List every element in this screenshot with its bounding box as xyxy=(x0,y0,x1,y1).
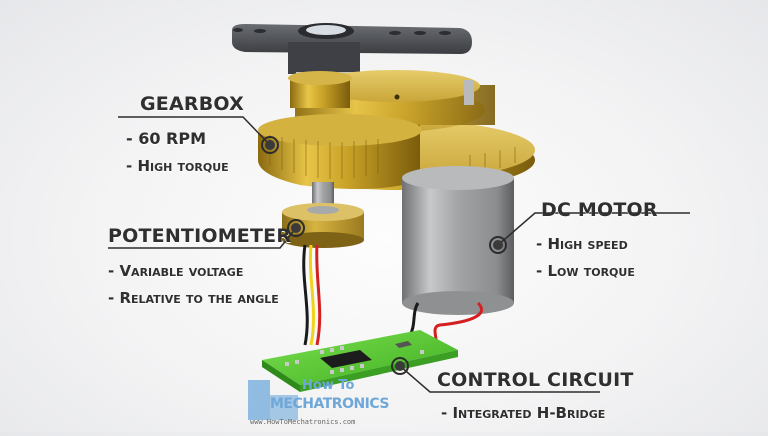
callout-gearbox-item-2: - High torque xyxy=(126,157,229,175)
watermark-line2: MECHATRONICS xyxy=(270,396,390,412)
gearbox xyxy=(258,70,535,190)
callout-control-circuit-title: CONTROL CIRCUIT xyxy=(437,369,634,391)
callout-dc-motor-item-2: - Low torque xyxy=(536,262,635,280)
watermark-line1: How To xyxy=(302,378,355,393)
callout-dc-motor-title: DC MOTOR xyxy=(541,199,658,221)
watermark-logo xyxy=(248,380,298,420)
wires xyxy=(302,244,483,346)
callout-title: GEARBOX xyxy=(140,93,244,115)
potentiometer-marker xyxy=(287,219,305,237)
dc-motor xyxy=(402,166,514,315)
callout-potentiometer-title: POTENTIOMETER xyxy=(108,225,292,247)
gearbox-marker xyxy=(261,136,279,154)
callout-dc-motor-item-1: - High speed xyxy=(536,235,628,253)
control-circuit-marker xyxy=(391,357,409,375)
callout-control-circuit-item-1: - Integrated H-Bridge xyxy=(441,404,606,422)
callout-gearbox: GEARBOX xyxy=(140,93,244,115)
dc-motor-marker xyxy=(489,236,507,254)
watermark-url: www.HowToMechatronics.com xyxy=(250,418,356,426)
control-circuit-board xyxy=(262,330,458,392)
callout-markers xyxy=(261,136,507,375)
callout-potentiometer-item-1: - Variable voltage xyxy=(108,262,244,280)
callout-potentiometer-item-2: - Relative to the angle xyxy=(108,289,279,307)
callout-gearbox-item-1: - 60 RPM xyxy=(126,129,207,148)
